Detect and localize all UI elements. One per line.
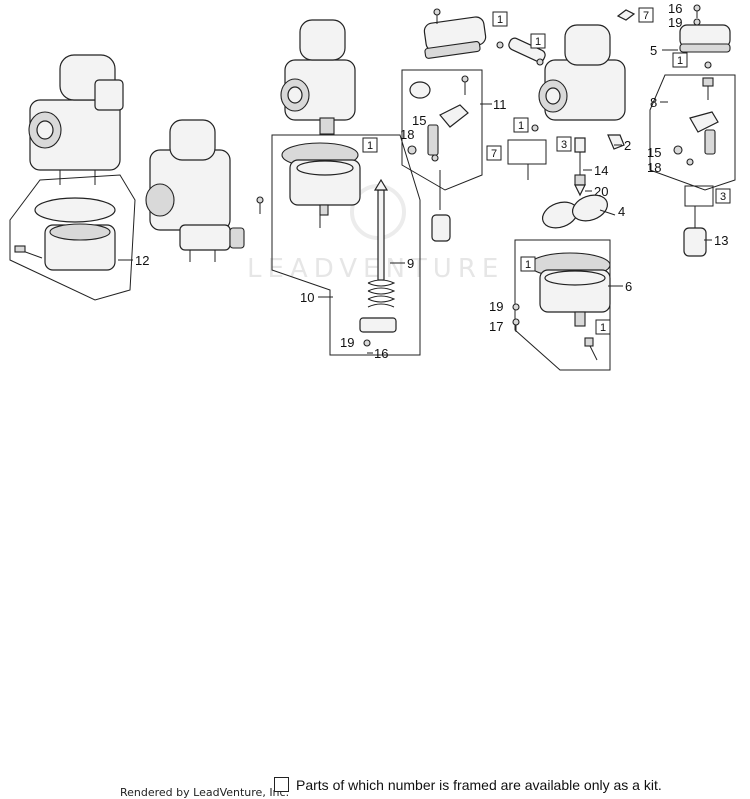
carburetor-exploded-diagram: LEADVENTURE 12 <box>9 1 736 371</box>
needle-jet-9 <box>359 178 397 333</box>
svg-text:1: 1 <box>518 120 524 132</box>
top-cap-right <box>679 24 731 53</box>
callout-19-top: 19 <box>668 15 682 30</box>
svg-text:1: 1 <box>600 322 606 334</box>
callout-16-top: 16 <box>668 1 682 16</box>
kit-note-text: Parts of which number is framed are avai… <box>296 777 662 793</box>
screw-16-top-right <box>693 4 701 18</box>
kit-group-7-middle <box>507 124 547 180</box>
kit-box-1-top-right: 1 <box>672 52 688 68</box>
top-cap-center <box>423 16 487 59</box>
kit-group-3-right <box>683 185 714 257</box>
svg-text:3: 3 <box>561 139 567 151</box>
float-4 <box>541 194 616 229</box>
kit-box-1-upper-b: 1 <box>530 33 546 49</box>
kit-box-1-middle: 1 <box>513 117 529 133</box>
callout-15-right: 15 <box>647 145 661 160</box>
svg-text:1: 1 <box>677 55 683 67</box>
callout-11: 11 <box>493 97 507 112</box>
kit-group-8 <box>649 74 736 191</box>
svg-text:1: 1 <box>497 14 503 26</box>
carburetor-body-right <box>538 24 626 121</box>
svg-text:1: 1 <box>367 140 373 152</box>
callout-19-right: 19 <box>489 299 503 314</box>
svg-text:1: 1 <box>525 259 531 271</box>
svg-text:7: 7 <box>643 10 649 22</box>
kit-group-11 <box>401 69 483 191</box>
callout-8: 8 <box>650 95 657 110</box>
callout-9: 9 <box>407 256 414 271</box>
callout-12: 12 <box>135 253 149 268</box>
carburetor-assembly-left <box>28 54 124 185</box>
kit-box-1-bowl-bottom: 1 <box>595 319 611 335</box>
kit-box-7-top: 7 <box>638 7 654 23</box>
svg-text:7: 7 <box>491 148 497 160</box>
callout-6: 6 <box>625 279 632 294</box>
callout-5: 5 <box>650 43 657 58</box>
callout-18-center: 18 <box>400 127 414 142</box>
callout-4: 4 <box>618 204 625 219</box>
svg-text:1: 1 <box>535 36 541 48</box>
screw-top-center <box>433 8 441 24</box>
callout-13: 13 <box>714 233 728 248</box>
callout-15-center: 15 <box>412 113 426 128</box>
kit-group-6 <box>514 239 611 371</box>
footer: Rendered by LeadVenture, Inc. Parts of w… <box>0 388 750 799</box>
callout-17: 17 <box>489 319 503 334</box>
svg-text:3: 3 <box>720 191 726 203</box>
carburetor-assembly-center <box>145 119 245 262</box>
callout-19-center: 19 <box>340 335 354 350</box>
jet-assembly-14 <box>574 137 586 197</box>
kit-legend-box <box>274 777 289 792</box>
float-bowl-left <box>9 174 136 301</box>
carburetor-body-center <box>280 19 356 135</box>
credit-text: Rendered by LeadVenture, Inc. <box>120 786 290 799</box>
kit-box-1-upper-a: 1 <box>492 11 508 27</box>
callout-18-right: 18 <box>647 160 661 175</box>
callout-16-center: 16 <box>374 346 388 361</box>
kit-box-3-right: 3 <box>715 188 731 204</box>
callout-10: 10 <box>300 290 314 305</box>
float-valve-center <box>431 170 451 242</box>
kit-box-1-bowl: 1 <box>520 256 536 272</box>
kit-box-1-center: 1 <box>362 137 378 153</box>
screw-small-left <box>256 196 264 214</box>
watermark: LEADVENTURE <box>247 254 504 284</box>
kit-box-3-middle: 3 <box>556 136 572 152</box>
kit-box-7-middle: 7 <box>486 145 502 161</box>
callout-2: 2 <box>624 138 631 153</box>
callout-14: 14 <box>594 163 608 178</box>
kit-group-10 <box>271 134 421 356</box>
